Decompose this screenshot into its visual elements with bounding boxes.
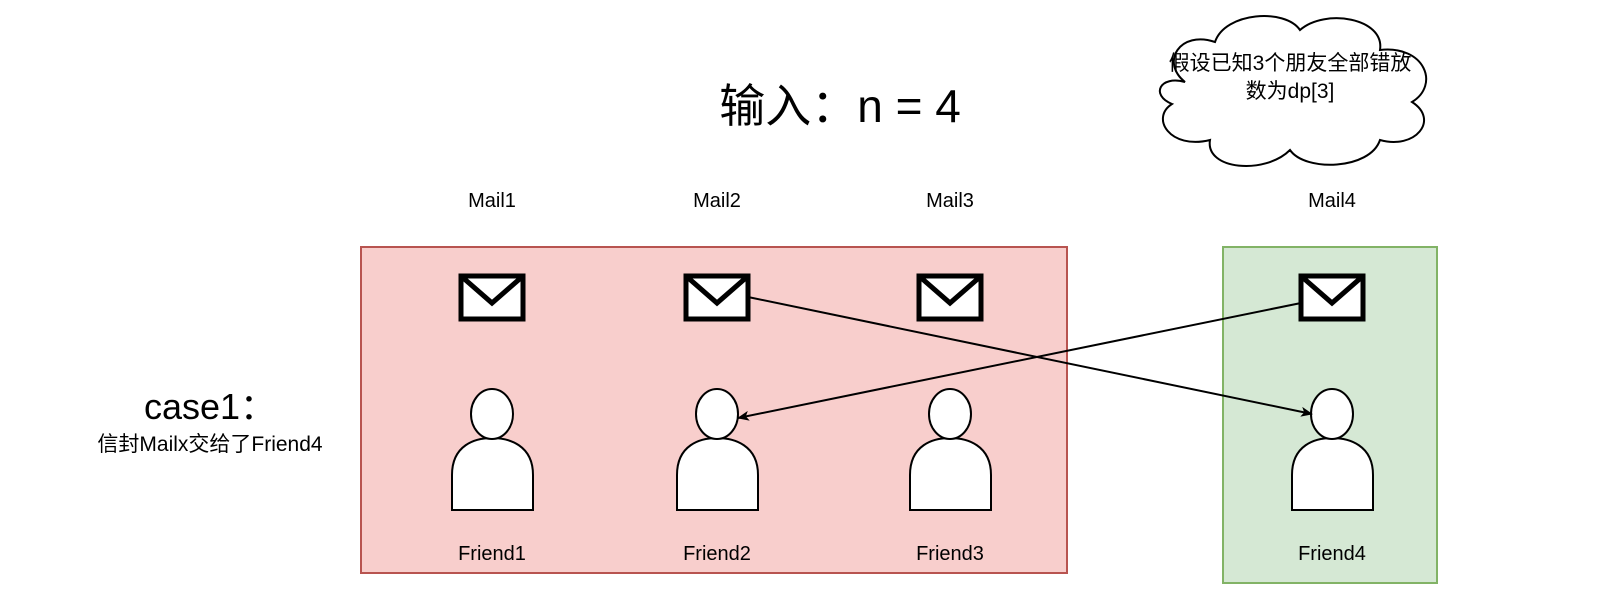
- envelope-icon: [458, 273, 526, 322]
- arrow-mail2-to-friend4: [747, 296, 1313, 417]
- page-title: 输入：n = 4: [719, 80, 961, 132]
- mail-label: Mail3: [926, 190, 974, 212]
- mail-label: Mail4: [1308, 190, 1356, 212]
- note-text: 假设已知3个朋友全部错放 数为dp[3]: [1140, 50, 1440, 106]
- envelope-icon: [916, 273, 984, 322]
- note-line-1: 假设已知3个朋友全部错放: [1168, 52, 1412, 75]
- case-description: 信封Mailx交给了Friend4: [97, 433, 323, 456]
- friend-label: Friend3: [916, 543, 984, 565]
- mail-label: Mail2: [693, 190, 741, 212]
- envelope-icon: [683, 273, 751, 322]
- person-icon: [451, 388, 534, 511]
- friend-label: Friend4: [1298, 543, 1366, 565]
- envelope-icon: [1298, 273, 1366, 322]
- mail-label: Mail1: [468, 190, 516, 212]
- friend-label: Friend2: [683, 543, 751, 565]
- friend-label: Friend1: [458, 543, 526, 565]
- note-line-2: 数为dp[3]: [1245, 80, 1335, 103]
- case-title: case1：: [143, 386, 277, 427]
- person-icon: [1291, 388, 1374, 511]
- arrow-mail4-to-friend2: [737, 302, 1302, 421]
- note-cloud: [1159, 15, 1428, 167]
- person-icon: [676, 388, 759, 511]
- person-icon: [909, 388, 992, 511]
